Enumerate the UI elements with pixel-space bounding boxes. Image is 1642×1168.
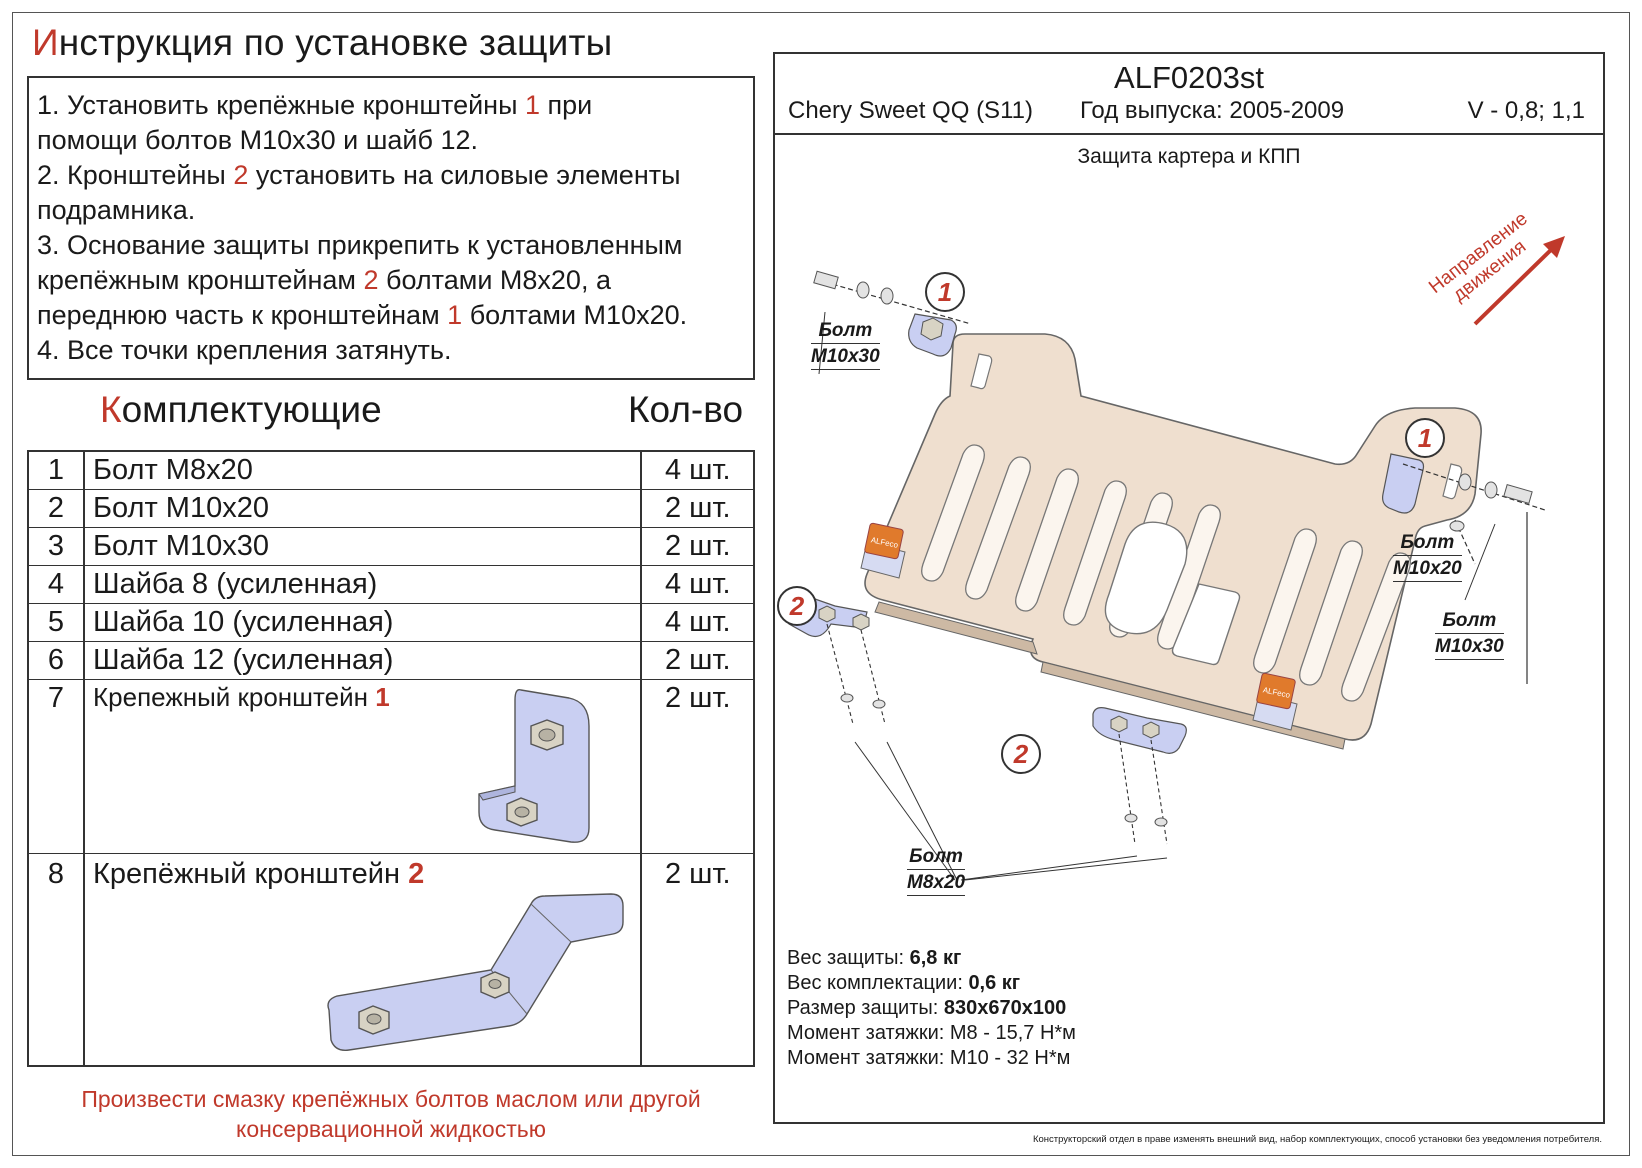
direction-indicator: Направление движения [1425, 208, 1565, 326]
divider [83, 452, 85, 1065]
car-model: Chery Sweet QQ (S11) [788, 97, 1033, 124]
table-row: 2 Болт М10х20 2 шт. [29, 490, 753, 528]
instruction-line: крепёжным кронштейнам 2 болтами М8х20, а [37, 265, 611, 295]
instruction-line: 2. Кронштейны 2 установить на силовые эл… [37, 160, 681, 190]
table-row: 8 Крепёжный кронштейн 2 2 шт. [29, 854, 753, 1069]
svg-text:2: 2 [789, 591, 805, 621]
spec-torque-m8: Момент затяжки: М8 - 15,7 Н*м [787, 1022, 1076, 1044]
assembly-drawing: Направление движения [777, 208, 1565, 881]
instruction-line: 4. Все точки крепления затянуть. [37, 335, 452, 365]
item-name: Крепежный кронштейн 1 [93, 682, 390, 712]
callout-2-bottom: 2 [1001, 734, 1041, 774]
item-qty: 4 шт. [665, 568, 731, 600]
table-row: 5 Шайба 10 (усиленная) 4 шт. [29, 604, 753, 642]
item-name: Шайба 10 (усиленная) [93, 606, 394, 638]
table-row: 1 Болт М8х20 4 шт. [29, 452, 753, 490]
spec-torque-m10: Момент затяжки: М10 - 32 Н*м [787, 1047, 1071, 1069]
plate-cutout [1104, 521, 1188, 635]
brand-logo: ALFeco [860, 522, 906, 579]
item-number: 4 [47, 568, 65, 600]
bracket-badge: 2 [408, 858, 425, 890]
plate-flange [874, 601, 1038, 655]
divider [775, 133, 1603, 135]
disclaimer: Конструкторский отдел в праве изменять в… [1032, 1134, 1602, 1145]
kit-table: 1 Болт М8х20 4 шт. 2 Болт М10х20 2 шт. 3… [27, 450, 755, 1067]
item-qty: 2 шт. [665, 530, 731, 562]
front-bracket-left [813, 270, 972, 357]
item-name: Болт М8х20 [93, 454, 253, 486]
bracket-badge: 1 [375, 682, 390, 712]
qty-heading: Кол-во [628, 389, 744, 430]
product-code: ALF0203st [1114, 60, 1264, 95]
front-bracket-right [1382, 453, 1546, 684]
callout-2-left: 2 [777, 586, 817, 626]
divider [640, 452, 642, 1065]
rear-bracket-right [1092, 707, 1187, 845]
direction-arrow [1473, 242, 1559, 326]
instruction-line: 1. Установить крепёжные кронштейны 1 при [37, 90, 593, 120]
direction-arrow-head [1543, 236, 1565, 258]
table-row: 4 Шайба 8 (усиленная) 4 шт. [29, 566, 753, 604]
plate-cutout [1171, 583, 1241, 666]
item-name: Болт М10х20 [93, 492, 269, 524]
instruction-line: помощи болтов М10х30 и шайб 12. [37, 125, 478, 155]
drawing-subtitle: Защита картера и КПП [1077, 145, 1301, 168]
item-number: 7 [47, 682, 65, 714]
bracket-1-image [478, 689, 590, 843]
production-years: Год выпуска: 2005-2009 [1080, 97, 1345, 124]
drawing-panel: ALF0203st Chery Sweet QQ (S11) Год выпус… [773, 52, 1605, 1124]
item-qty: 2 шт. [665, 644, 731, 676]
callout-1-top: 1 [925, 272, 965, 312]
item-qty: 2 шт. [665, 682, 731, 714]
item-qty: 2 шт. [665, 858, 731, 890]
kit-heading: Комплектующие [100, 389, 382, 430]
item-number: 2 [47, 492, 65, 524]
spec-size: Размер защиты: 830х670х100 [787, 997, 1067, 1019]
instruction-line: 3. Основание защиты прикрепить к установ… [37, 230, 683, 260]
bracket-2-image [327, 893, 624, 1051]
svg-text:2: 2 [1013, 739, 1029, 769]
svg-text:1: 1 [938, 277, 952, 307]
item-number: 1 [47, 454, 65, 486]
page-title: Инструкция по установке защиты [32, 22, 613, 63]
item-number: 8 [47, 858, 65, 890]
item-number: 5 [47, 606, 65, 638]
item-name: Крепёжный кронштейн 2 [93, 858, 425, 890]
item-name: Болт М10х30 [93, 530, 269, 562]
plate-flange [1040, 661, 1346, 750]
item-qty: 2 шт. [665, 492, 731, 524]
table-row: 3 Болт М10х30 2 шт. [29, 528, 753, 566]
leader-lines [818, 311, 1496, 881]
item-number: 6 [47, 644, 65, 676]
item-qty: 4 шт. [665, 606, 731, 638]
svg-text:1: 1 [1418, 423, 1432, 453]
item-name: Шайба 8 (усиленная) [93, 568, 378, 600]
table-row: 6 Шайба 12 (усиленная) 2 шт. [29, 642, 753, 680]
instructions-box: 1. Установить крепёжные кронштейны 1 при… [27, 76, 755, 380]
page-frame [12, 12, 1630, 1156]
spec-kit-weight: Вес комплектации: 0,6 кг [787, 972, 1021, 994]
item-number: 3 [47, 530, 65, 562]
table-row: 7 Крепежный кронштейн 1 2 шт. [29, 680, 753, 854]
instruction-line: подрамника. [37, 195, 196, 225]
callout-1-right: 1 [1405, 418, 1445, 458]
item-qty: 4 шт. [665, 454, 731, 486]
engine-volume: V - 0,8; 1,1 [1467, 97, 1585, 124]
brand-logo: ALFeco [1252, 672, 1298, 731]
spec-weight: Вес защиты: 6,8 кг [787, 947, 962, 969]
item-name: Шайба 12 (усиленная) [93, 644, 394, 676]
instruction-line: переднюю часть к кронштейнам 1 болтами М… [37, 300, 688, 330]
lubrication-note: Произвести смазку крепёжных болтов масло… [81, 1086, 701, 1142]
